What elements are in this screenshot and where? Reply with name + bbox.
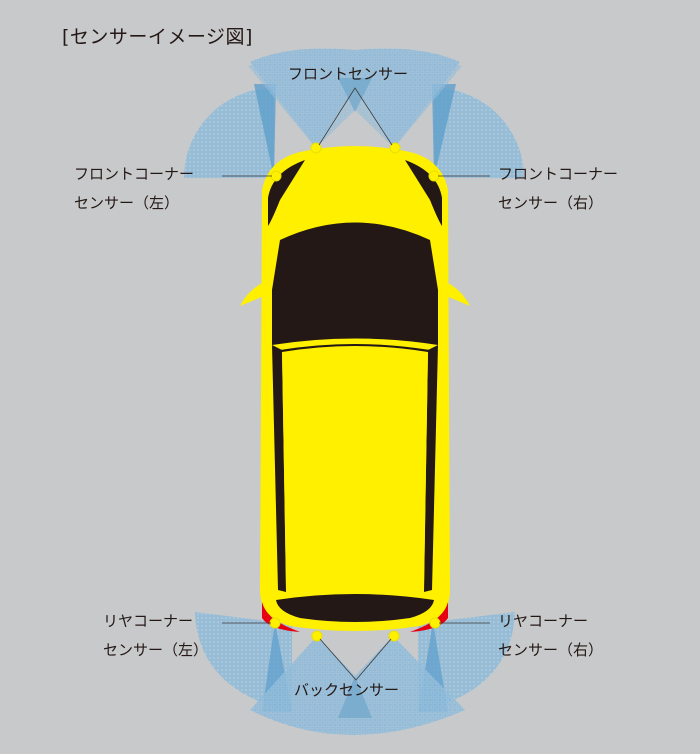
back-sensor-text: バックセンサー xyxy=(294,681,400,699)
front-corner-left-line1: フロントコーナー xyxy=(74,165,195,183)
diagram-title: [センサーイメージ図] xyxy=(62,26,253,48)
front-corner-left-beam xyxy=(254,84,276,178)
leader-lines xyxy=(222,87,490,681)
label-front-corner-left: フロントコーナー センサー（左） xyxy=(74,160,194,218)
left-mirror xyxy=(240,282,264,306)
label-front-corner-right: フロントコーナー センサー（右） xyxy=(498,160,618,218)
sensor-rear-corner-left xyxy=(269,617,281,629)
label-front-sensor: フロントセンサー xyxy=(288,60,408,89)
front-sensor-zone xyxy=(248,48,462,148)
sensor-back-left xyxy=(311,630,323,642)
front-corner-right-beam xyxy=(432,84,456,178)
front-corner-right-line1: フロントコーナー xyxy=(498,165,619,183)
sensor-rear-corner-right xyxy=(429,617,441,629)
front-corner-left-zone xyxy=(184,88,274,178)
sensor-points xyxy=(269,142,441,642)
roof xyxy=(282,346,428,585)
label-back-sensor: バックセンサー xyxy=(294,676,399,705)
rear-window xyxy=(276,594,434,622)
label-rear-corner-right: リヤコーナー センサー（右） xyxy=(498,607,603,665)
rear-corner-right-line1: リヤコーナー xyxy=(498,612,589,630)
front-corner-right-line2: センサー（右） xyxy=(498,194,604,212)
front-corner-right-zone xyxy=(434,88,524,178)
right-mirror xyxy=(446,282,470,306)
sensor-front-corner-right xyxy=(428,170,440,182)
front-sensor-text: フロントセンサー xyxy=(288,65,409,83)
back-sensor-zone xyxy=(250,636,465,735)
sensor-back-right xyxy=(388,630,400,642)
sensor-front-left xyxy=(310,142,322,154)
front-corner-left-line2: センサー（左） xyxy=(74,194,180,212)
rear-corner-right-line2: センサー（右） xyxy=(498,641,604,659)
rear-corner-left-line1: リヤコーナー xyxy=(103,612,194,630)
sensor-front-corner-left xyxy=(270,170,282,182)
car xyxy=(240,146,470,632)
label-rear-corner-left: リヤコーナー センサー（左） xyxy=(103,607,208,665)
sensor-front-right xyxy=(389,142,401,154)
windshield xyxy=(272,222,438,345)
rear-corner-left-line2: センサー（左） xyxy=(103,641,209,659)
